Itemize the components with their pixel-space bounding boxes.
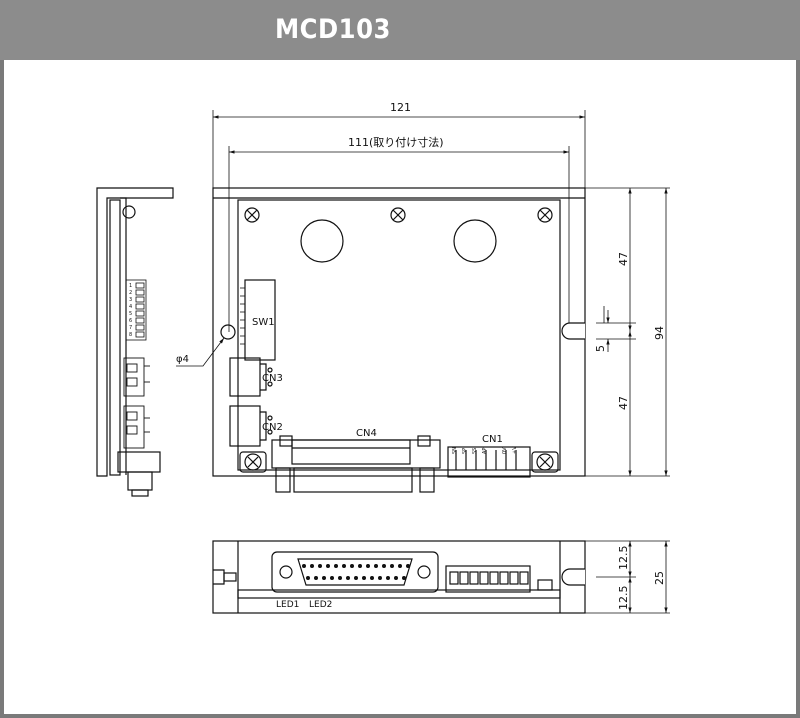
screw-tm xyxy=(390,207,406,223)
cn1-label: CN1 xyxy=(482,434,503,445)
screw-br xyxy=(531,451,559,473)
bracket-outline xyxy=(96,187,174,477)
cn4-label: CN4 xyxy=(356,428,377,439)
screw-bl xyxy=(239,451,267,473)
bottom-view xyxy=(212,540,586,614)
dip-number: 8 xyxy=(129,332,132,338)
side-cn4 xyxy=(117,451,161,497)
led1-label: LED1 xyxy=(276,600,299,610)
cn4-dsub-connector xyxy=(271,435,441,493)
dim-25-text: 25 xyxy=(653,571,666,585)
dip-number: 5 xyxy=(129,311,132,317)
cn1-pin-label: SS xyxy=(472,448,478,454)
dim-5-text: 5 xyxy=(594,345,607,352)
dsub-pins xyxy=(302,564,410,580)
dip-number: 7 xyxy=(129,325,132,331)
pcb-hole-right xyxy=(453,219,497,263)
screw-tl xyxy=(244,207,260,223)
dim-12-5-upper-text: 12.5 xyxy=(617,546,630,571)
pcb-hole-left xyxy=(300,219,344,263)
cn1-pin-label: AP xyxy=(482,448,488,454)
cn3-label: CN3 xyxy=(262,373,283,384)
led2-label: LED2 xyxy=(309,600,332,610)
sw1-label: SW1 xyxy=(252,317,275,328)
dim-111-text: 111(取り付け寸法) xyxy=(348,135,444,149)
screw-tr xyxy=(537,207,553,223)
cn1-pin-label: SP xyxy=(462,448,468,454)
side-cn3 xyxy=(123,357,150,397)
cn2-component xyxy=(229,405,261,447)
mounting-hole xyxy=(220,324,236,340)
cn3-component xyxy=(229,357,261,397)
dip-number: 6 xyxy=(129,318,132,324)
side-cn2 xyxy=(123,405,150,449)
dip-number: 4 xyxy=(129,304,132,310)
side-pcb xyxy=(109,199,121,476)
cn1-terminal-block xyxy=(447,446,531,478)
dim-12-5-lower-text: 12.5 xyxy=(617,586,630,611)
bottom-dsub xyxy=(271,551,439,593)
cn1-pin-label: 0V xyxy=(502,447,508,454)
page-title: MCD103 xyxy=(275,14,391,45)
mounting-slot xyxy=(561,322,585,340)
bottom-terminal xyxy=(445,565,553,593)
cn1-pin-label: SN xyxy=(452,447,458,454)
cn2-label: CN2 xyxy=(262,422,283,433)
dip-number: 3 xyxy=(129,297,132,303)
dim-121-text: 121 xyxy=(390,101,411,114)
dip-number: 2 xyxy=(129,290,132,296)
dim-47-upper-text: 47 xyxy=(617,252,630,266)
dim-94-text: 94 xyxy=(653,326,666,340)
dip-switch-strip xyxy=(125,279,147,341)
title-bar: MCD103 xyxy=(0,0,800,60)
front-view xyxy=(212,187,586,493)
bottom-pcb xyxy=(237,589,561,599)
bottom-slot xyxy=(561,568,585,586)
hole-diameter-text: φ4 xyxy=(176,354,189,365)
hole-leader xyxy=(176,337,225,367)
dim-47-lower-text: 47 xyxy=(617,396,630,410)
cn1-pin-label: +V xyxy=(512,446,518,454)
dip-number: 1 xyxy=(129,283,132,289)
side-view xyxy=(96,187,174,497)
pcb-outline xyxy=(237,199,561,471)
